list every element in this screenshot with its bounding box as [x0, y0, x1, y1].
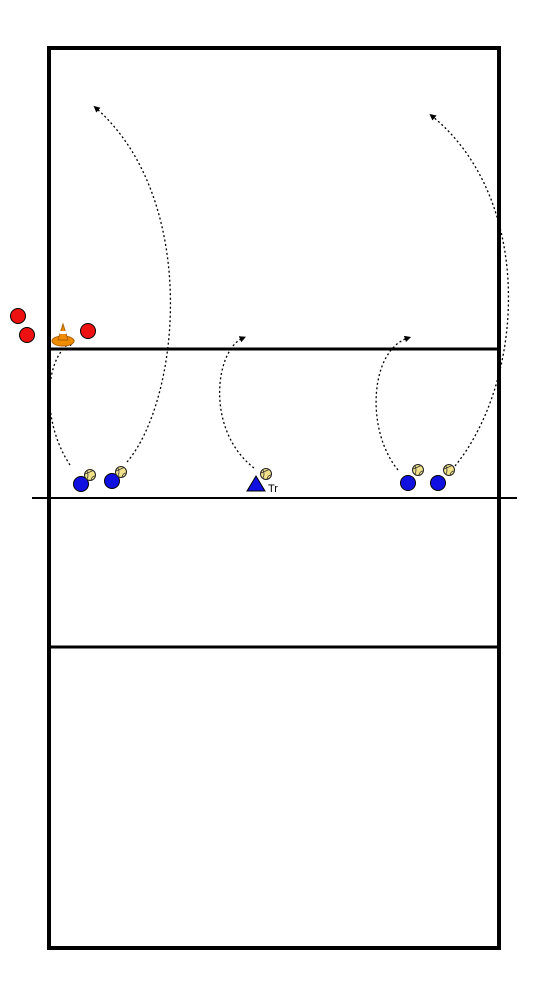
path-3 [218, 336, 255, 469]
ball-icon [260, 468, 272, 480]
path-4 [375, 335, 412, 471]
cone-icon [51, 322, 75, 347]
trainer-label: Tr [268, 483, 278, 495]
ball-icon [115, 466, 127, 478]
trainer-icon [246, 475, 266, 492]
red-player [80, 323, 96, 339]
path-5 [429, 113, 510, 467]
blue-player [430, 475, 446, 491]
blue-player [73, 476, 89, 492]
ball-icon [412, 464, 424, 476]
paths [48, 105, 510, 471]
path-2 [93, 105, 172, 463]
ball-icon [443, 464, 455, 476]
blue-player [400, 475, 416, 491]
red-player [19, 327, 35, 343]
ball-icon [84, 469, 96, 481]
red-player [10, 308, 26, 324]
blue-player [104, 473, 120, 489]
path-1 [48, 340, 75, 466]
